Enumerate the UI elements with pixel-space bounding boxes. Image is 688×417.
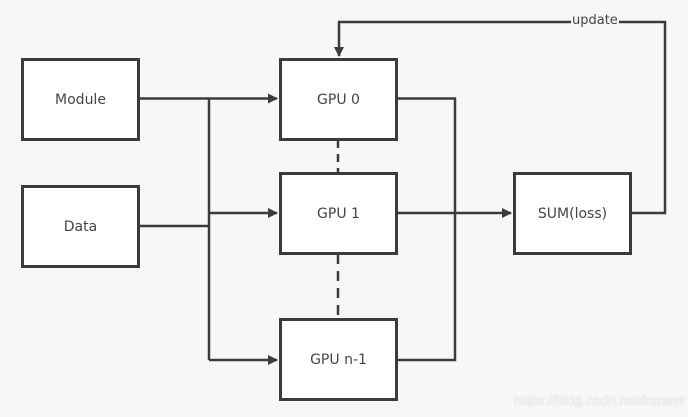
node-gpun1-label: GPU n-1: [310, 351, 367, 368]
node-gpu0-label: GPU 0: [317, 91, 360, 108]
edge-gpu0-out: [397, 97, 457, 362]
node-gpu1: GPU 1: [279, 172, 398, 255]
node-module-label: Module: [55, 91, 106, 108]
edge-label-update: update: [571, 13, 619, 28]
watermark: https://blog.csdn.net/keneyr: [513, 392, 685, 408]
node-gpu1-label: GPU 1: [317, 205, 360, 222]
node-data-label: Data: [63, 218, 98, 235]
node-sum-loss-label: SUM(loss): [537, 205, 608, 222]
node-data: Data: [21, 185, 140, 268]
edge-update: [334, 20, 667, 215]
node-module: Module: [21, 58, 140, 141]
node-gpun1: GPU n-1: [279, 318, 398, 401]
node-sum-loss: SUM(loss): [513, 172, 632, 255]
node-gpu0: GPU 0: [279, 58, 398, 141]
